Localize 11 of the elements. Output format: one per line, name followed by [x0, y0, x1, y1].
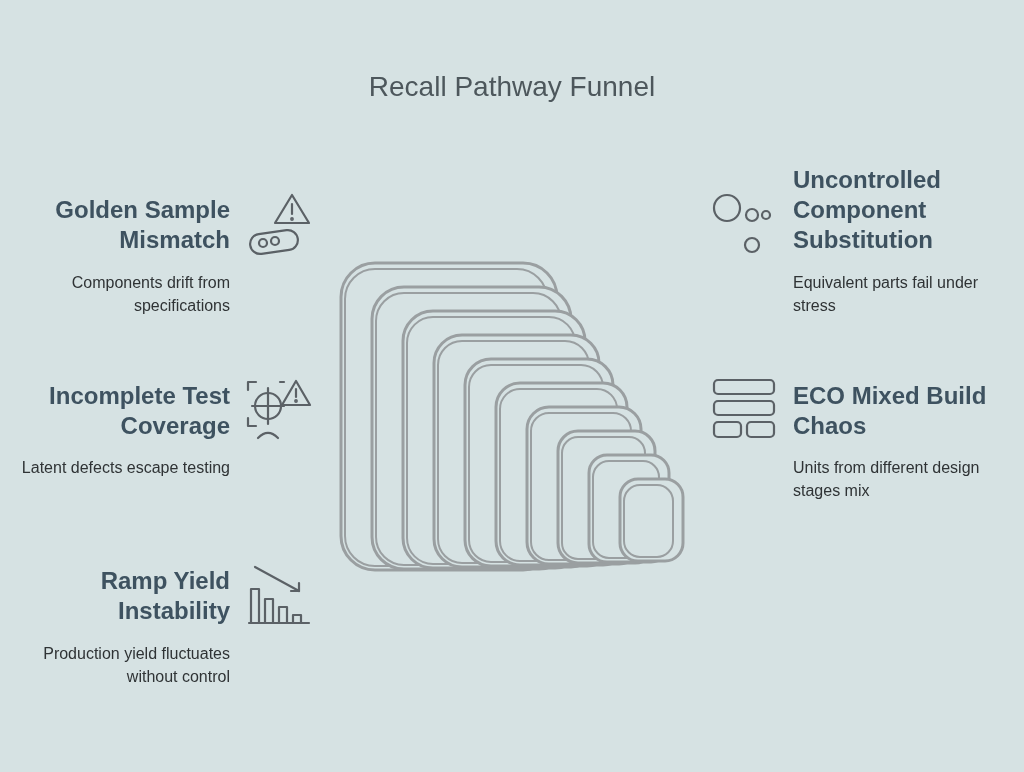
item-heading: Uncontrolled Component Substitution: [793, 165, 942, 255]
item-description: Units from different design stages mix: [793, 458, 981, 501]
item-heading: Ramp Yield Instability: [99, 566, 230, 626]
item-heading: ECO Mixed Build Chaos: [793, 381, 988, 441]
item-heading: Golden Sample Mismatch: [54, 195, 230, 255]
item-description: Production yield fluctuates without control: [42, 644, 230, 687]
diagram-title: Recall Pathway Funnel: [367, 70, 657, 104]
item-description: Equivalent parts fail under stress: [793, 273, 979, 316]
item-description: Latent defects escape testing: [20, 458, 230, 478]
item-heading: Incomplete Test Coverage: [48, 381, 230, 441]
item-description: Components drift from specifications: [70, 273, 230, 316]
